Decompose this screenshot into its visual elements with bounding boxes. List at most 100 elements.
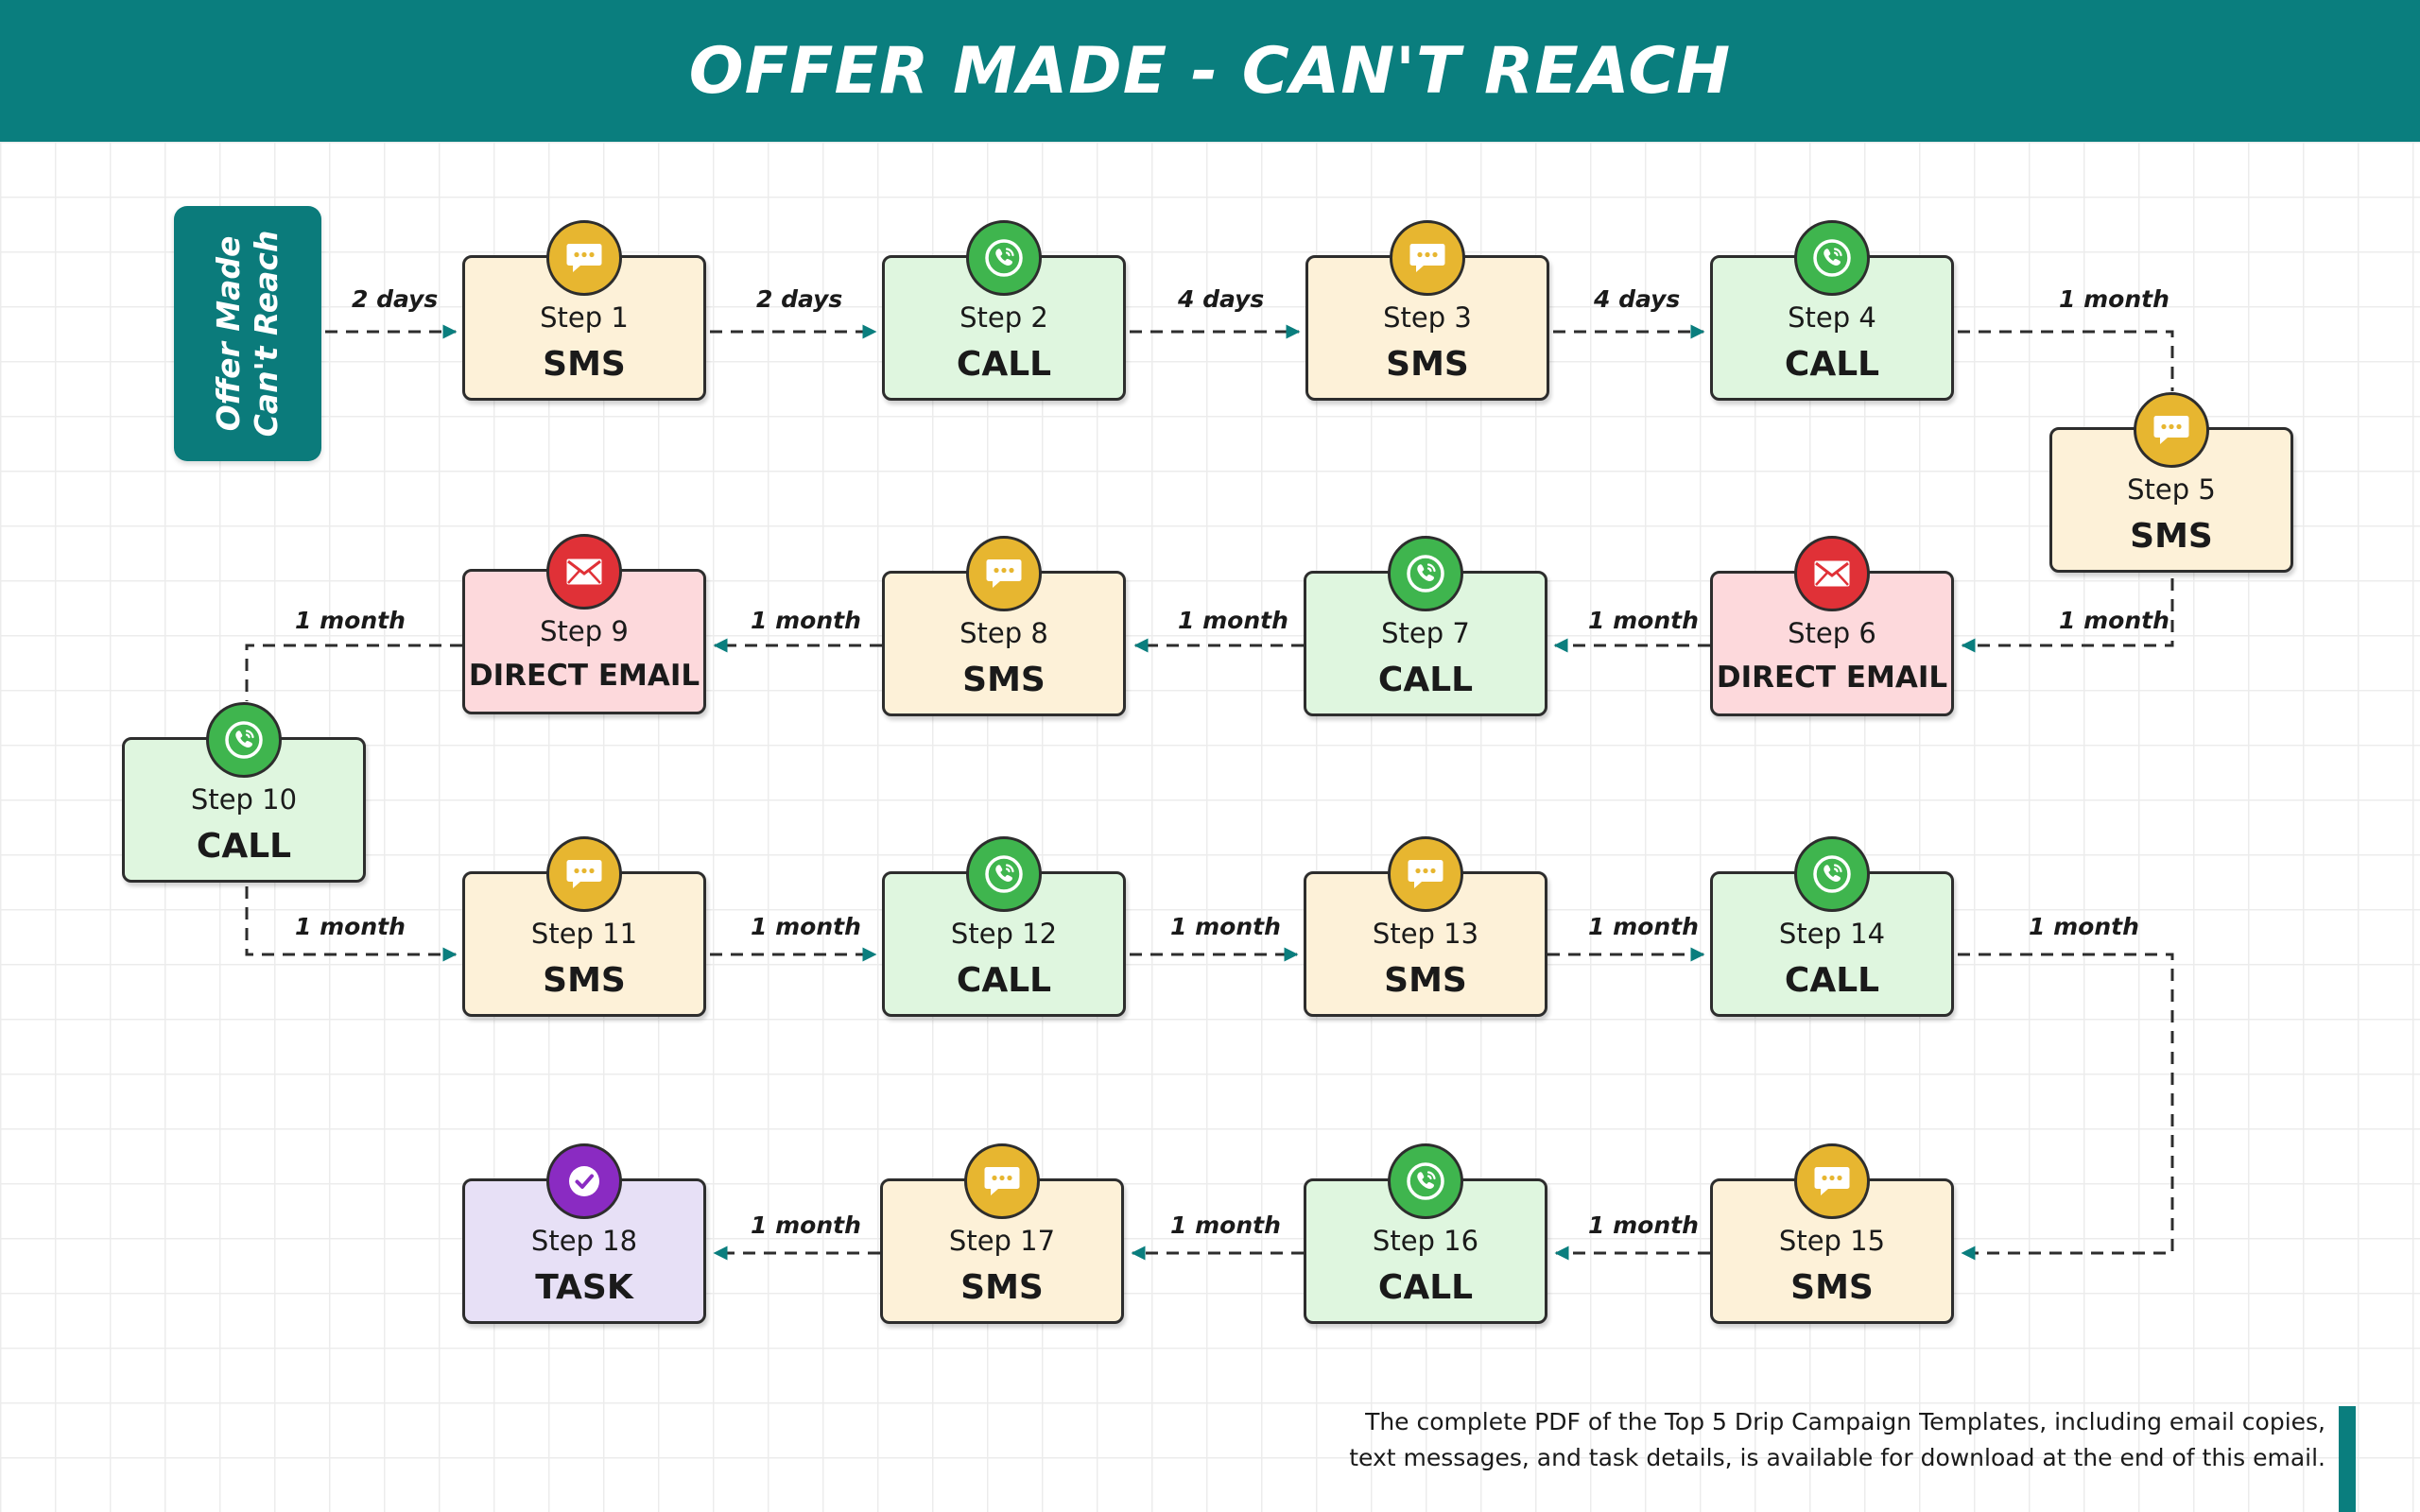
step-type: DIRECT EMAIL [1716, 661, 1948, 695]
delay-label-10: 1 month [295, 607, 406, 634]
connector-6 [1961, 578, 2174, 653]
step-type: SMS [1386, 345, 1469, 384]
step-number: Step 5 [2127, 473, 2216, 506]
chat-bubble-icon [1390, 220, 1465, 296]
step-number: Step 11 [530, 918, 638, 950]
connector-5 [1958, 330, 2174, 391]
step-number: Step 10 [190, 783, 298, 816]
step-number: Step 4 [1788, 301, 1876, 334]
connector-11 [245, 886, 458, 962]
chat-bubble-icon [1794, 1143, 1870, 1219]
step-3-card[interactable]: Step 3 SMS [1305, 220, 1549, 401]
delay-label-3: 4 days [1178, 285, 1265, 313]
phone-icon [966, 220, 1042, 296]
step-type: CALL [196, 827, 292, 866]
step-type: TASK [535, 1268, 633, 1307]
step-type: CALL [956, 345, 1052, 384]
step-number: Step 3 [1383, 301, 1472, 334]
step-8-card[interactable]: Step 8 SMS [882, 536, 1126, 716]
delay-label-1: 2 days [352, 285, 439, 313]
step-14-card[interactable]: Step 14 CALL [1710, 836, 1954, 1017]
start-block: Offer Made Can't Reach [174, 206, 321, 461]
step-type: CALL [1784, 961, 1880, 1000]
step-10-card[interactable]: Step 10 CALL [122, 702, 366, 883]
chat-bubble-icon [1388, 836, 1463, 912]
step-number: Step 12 [950, 918, 1058, 950]
start-block-line1: Offer Made [210, 235, 247, 432]
footnote-accent-bar [2339, 1406, 2356, 1512]
chat-bubble-icon [546, 836, 622, 912]
footnote: The complete PDF of the Top 5 Drip Campa… [1349, 1404, 2325, 1476]
chat-bubble-icon [546, 220, 622, 296]
delay-label-5: 1 month [2059, 285, 2169, 313]
connector-10 [245, 644, 462, 701]
delay-label-13: 1 month [1170, 913, 1281, 940]
delay-label-11: 1 month [295, 913, 406, 940]
step-type: SMS [960, 1268, 1044, 1307]
step-number: Step 6 [1788, 617, 1876, 649]
delay-label-7: 1 month [1588, 607, 1699, 634]
start-block-line2: Can't Reach [248, 230, 285, 438]
step-4-card[interactable]: Step 4 CALL [1710, 220, 1954, 401]
step-16-card[interactable]: Step 16 CALL [1304, 1143, 1547, 1324]
checkmark-icon [546, 1143, 622, 1219]
step-17-card[interactable]: Step 17 SMS [880, 1143, 1124, 1324]
step-number: Step 17 [948, 1225, 1056, 1257]
step-type: SMS [1384, 961, 1467, 1000]
step-number: Step 18 [530, 1225, 638, 1257]
step-type: SMS [543, 345, 626, 384]
step-number: Step 16 [1372, 1225, 1479, 1257]
step-number: Step 14 [1778, 918, 1886, 950]
phone-icon [1794, 836, 1870, 912]
step-type: SMS [962, 661, 1046, 699]
step-number: Step 1 [540, 301, 629, 334]
step-15-card[interactable]: Step 15 SMS [1710, 1143, 1954, 1324]
step-7-card[interactable]: Step 7 CALL [1304, 536, 1547, 716]
step-type: CALL [1377, 1268, 1474, 1307]
envelope-icon [546, 534, 622, 610]
footnote-line1: The complete PDF of the Top 5 Drip Campa… [1365, 1408, 2325, 1435]
phone-icon [1794, 220, 1870, 296]
step-6-card[interactable]: Step 6 DIRECT EMAIL [1710, 536, 1954, 716]
connector-15 [1958, 953, 2174, 1261]
page-title: OFFER MADE - CAN'T REACH [688, 33, 1732, 109]
chat-bubble-icon [966, 536, 1042, 611]
step-number: Step 15 [1778, 1225, 1886, 1257]
chat-bubble-icon [964, 1143, 1040, 1219]
step-11-card[interactable]: Step 11 SMS [462, 836, 706, 1017]
step-number: Step 7 [1381, 617, 1470, 649]
delay-label-18: 1 month [751, 1211, 861, 1239]
delay-label-2: 2 days [756, 285, 843, 313]
delay-label-4: 4 days [1594, 285, 1681, 313]
delay-label-16: 1 month [1588, 1211, 1699, 1239]
phone-icon [1388, 536, 1463, 611]
envelope-icon [1794, 536, 1870, 611]
step-5-card[interactable]: Step 5 SMS [2049, 392, 2293, 573]
step-type: CALL [1784, 345, 1880, 384]
start-block-label: Offer Made Can't Reach [210, 231, 285, 438]
step-type: SMS [2130, 517, 2213, 556]
step-2-card[interactable]: Step 2 CALL [882, 220, 1126, 401]
step-type: CALL [1377, 661, 1474, 699]
delay-label-17: 1 month [1170, 1211, 1281, 1239]
step-type: SMS [1790, 1268, 1874, 1307]
delay-label-9: 1 month [751, 607, 861, 634]
phone-icon [206, 702, 282, 778]
step-number: Step 8 [959, 617, 1048, 649]
step-1-card[interactable]: Step 1 SMS [462, 220, 706, 401]
delay-label-14: 1 month [1588, 913, 1699, 940]
delay-label-15: 1 month [2029, 913, 2139, 940]
delay-label-8: 1 month [1178, 607, 1288, 634]
step-18-card[interactable]: Step 18 TASK [462, 1143, 706, 1324]
step-number: Step 9 [540, 615, 629, 647]
chat-bubble-icon [2134, 392, 2209, 468]
delay-label-12: 1 month [751, 913, 861, 940]
step-number: Step 2 [959, 301, 1048, 334]
phone-icon [966, 836, 1042, 912]
title-banner: OFFER MADE - CAN'T REACH [0, 0, 2420, 142]
step-type: SMS [543, 961, 626, 1000]
